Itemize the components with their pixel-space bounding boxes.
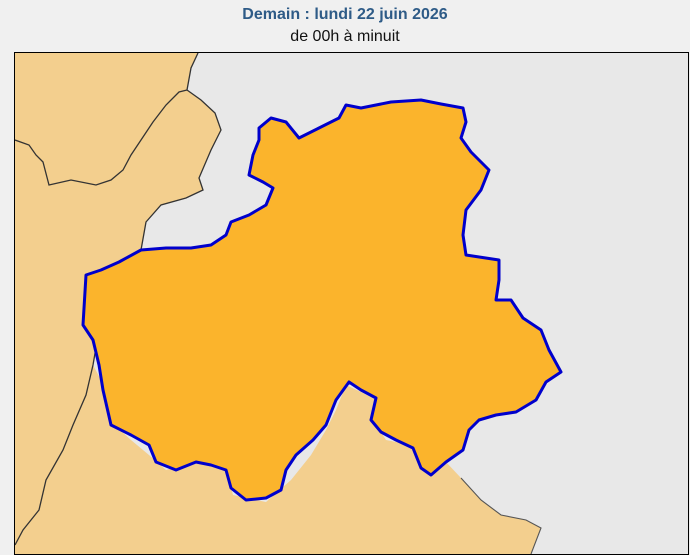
map-frame[interactable] bbox=[14, 52, 689, 555]
alert-department-area[interactable] bbox=[81, 98, 563, 502]
map-title: Demain : lundi 22 juin 2026 bbox=[242, 6, 448, 23]
department-border-line-3 bbox=[460, 477, 542, 554]
neighbor-land-south bbox=[15, 365, 541, 554]
vigilance-map[interactable] bbox=[15, 53, 688, 554]
department-border-line-2 bbox=[15, 329, 100, 546]
map-header: Demain : lundi 22 juin 2026 de 00h à min… bbox=[0, 0, 690, 52]
neighbor-land-west bbox=[15, 53, 221, 545]
map-period: de 00h à minuit bbox=[290, 28, 400, 45]
national-border-line bbox=[108, 53, 222, 291]
department-border-line-1 bbox=[15, 89, 188, 186]
